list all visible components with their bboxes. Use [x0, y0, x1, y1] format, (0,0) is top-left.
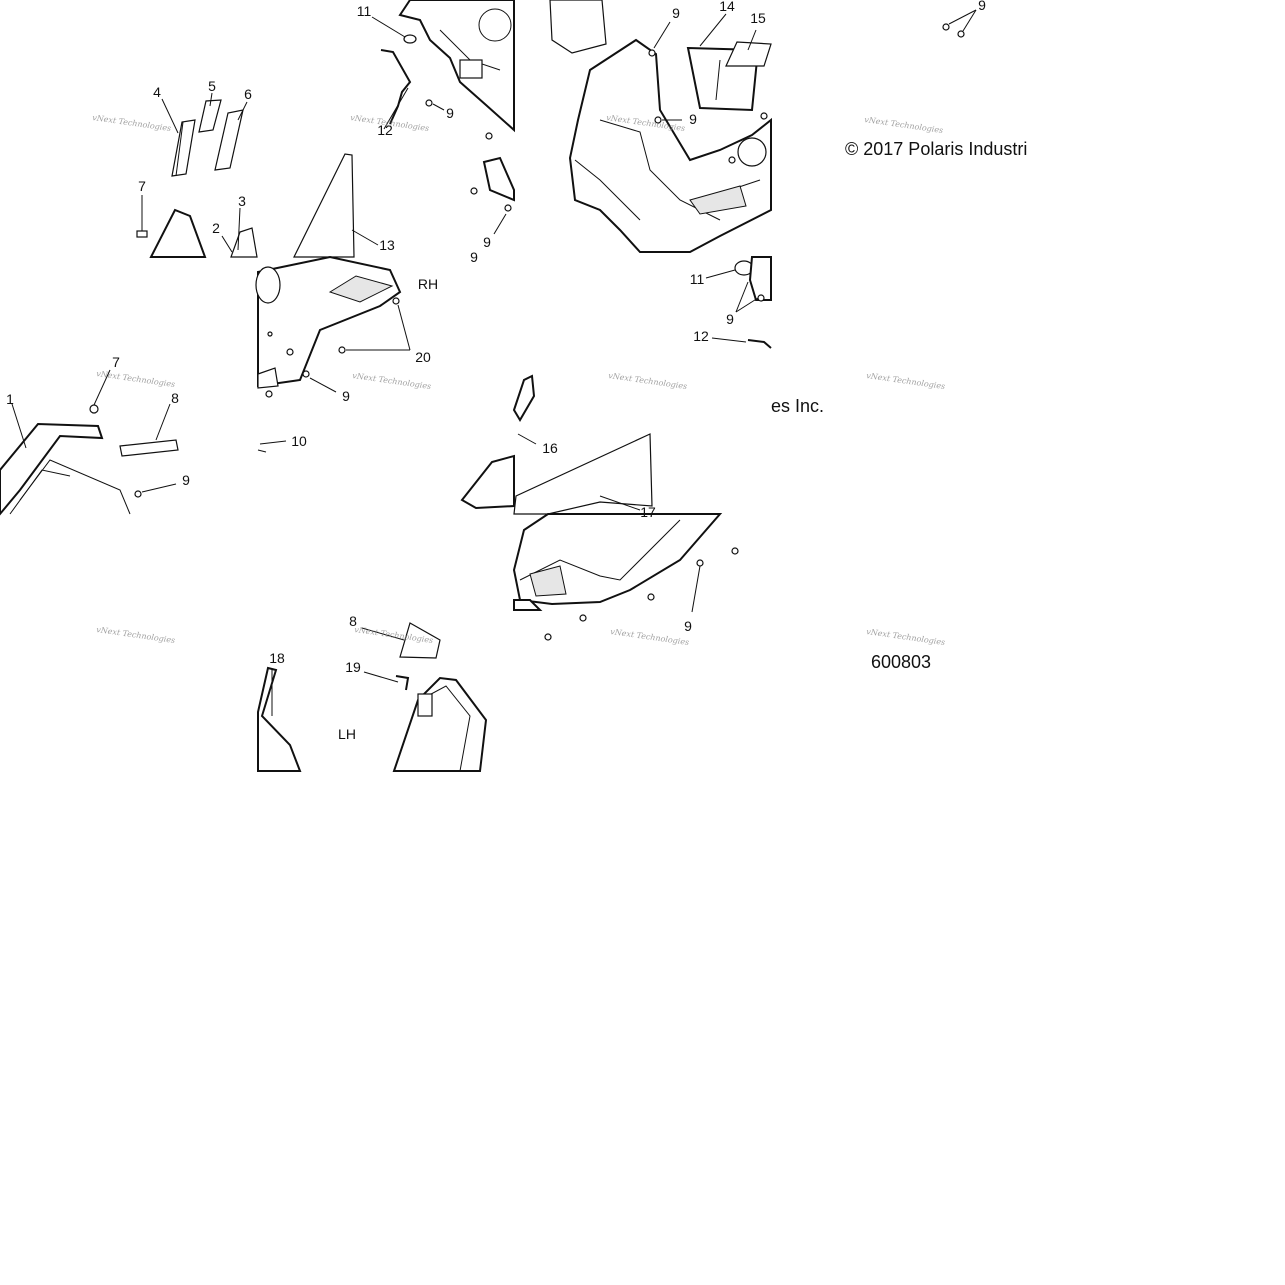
callout-9: 9 [978, 0, 986, 13]
callout-9: 9 [446, 105, 454, 121]
callout-15: 15 [750, 10, 766, 26]
callout-9: 9 [684, 618, 692, 634]
part-18-frame [257, 666, 302, 772]
callout-11: 11 [357, 3, 372, 19]
callout-9: 9 [689, 111, 697, 127]
part-9-screw-tile5 [134, 483, 177, 498]
side-label-lh: LH [338, 726, 356, 742]
callout-7-lower: 7 [112, 354, 120, 370]
watermark-text: vNext Technologies [96, 625, 176, 645]
part-16-bracket [512, 374, 537, 445]
part-9-screws-tile2 [425, 99, 512, 235]
part-7-clip-lower [89, 369, 111, 414]
callout-7: 7 [138, 178, 146, 194]
callout-14: 14 [719, 0, 735, 14]
watermark-text: vNext Technologies [864, 115, 944, 135]
callout-12-lh: 12 [693, 328, 709, 344]
watermark-text: vNext Technologies [96, 369, 176, 389]
figure-id: 600803 [871, 652, 931, 672]
part-2-3-bracket [149, 207, 258, 258]
part-9-screws-tile4 [942, 9, 977, 38]
callout-9: 9 [483, 234, 491, 250]
callout-6: 6 [244, 86, 252, 102]
part-12-strap-lh [711, 337, 772, 349]
part-10-rod [257, 440, 287, 453]
part-7-clip [136, 195, 148, 238]
part-17-panel [513, 433, 653, 515]
part-12-strap [380, 49, 412, 130]
side-label-rh: RH [418, 276, 438, 292]
leader-lines-tile1 [161, 92, 248, 134]
callout-11-lh: 11 [690, 271, 705, 287]
part-8-pad [119, 403, 179, 457]
callout-17: 17 [640, 504, 656, 520]
callout-8: 8 [171, 390, 179, 406]
part-9-screws-tile3 [648, 21, 768, 164]
part-13-panel [293, 153, 379, 258]
copyright-notice: © 2017 Polaris Industri [845, 139, 1027, 159]
callout-9: 9 [726, 311, 734, 327]
chassis-upper-frame [398, 0, 515, 133]
part-4-pad [171, 119, 196, 177]
callout-10: 10 [291, 433, 307, 449]
part-9-screws-tile7 [735, 281, 765, 313]
callout-19: 19 [345, 659, 361, 675]
part-11-grommet [371, 16, 417, 44]
part-11-grommet-lh [705, 260, 754, 279]
watermark-text: vNext Technologies [92, 113, 172, 133]
floor-pan-rh [255, 255, 402, 389]
side-bracket-tile2 [482, 156, 515, 202]
callout-1: 1 [6, 391, 14, 407]
callout-9: 9 [182, 472, 190, 488]
callout-9: 9 [672, 5, 680, 21]
callout-13: 13 [379, 237, 395, 253]
part-19-hook [363, 671, 410, 691]
callout-12: 12 [377, 122, 393, 138]
part-15-label [725, 29, 772, 67]
hood-body-rh [568, 38, 772, 253]
callout-4: 4 [153, 84, 161, 100]
callout-18: 18 [269, 650, 285, 666]
callout-9: 9 [470, 249, 478, 265]
watermark-text: vNext Technologies [352, 371, 432, 391]
callout-3: 3 [238, 193, 246, 209]
callout-16: 16 [542, 440, 558, 456]
callout-5: 5 [208, 78, 216, 94]
hood-side-lh-top [0, 403, 131, 516]
hood-body-lh [512, 513, 723, 611]
watermark-text: vNext Technologies [866, 371, 946, 391]
lh-bracket-small [460, 454, 515, 510]
watermark-text: vNext Technologies [354, 625, 434, 645]
part-9-screws-tile6 [265, 370, 337, 398]
callout-2: 2 [212, 220, 220, 236]
part-20-fasteners [338, 297, 411, 354]
callout-labels: 1 2 3 4 5 6 7 7 8 8 9 9 9 9 9 9 9 9 9 9 … [6, 0, 986, 675]
callout-9: 9 [342, 388, 350, 404]
part-8-pad-lh [361, 622, 441, 659]
part-16-panel-top [549, 0, 607, 54]
watermark-text: vNext Technologies [866, 627, 946, 647]
part-9-screws-tile11 [544, 547, 739, 641]
chassis-frame-lh-corner [748, 256, 772, 301]
part-5-pad [198, 99, 222, 133]
hood-side-lh-lower [392, 676, 488, 772]
watermark-text: vNext Technologies [610, 627, 690, 647]
callout-8-lh: 8 [349, 613, 357, 629]
copyright-notice-fragment: es Inc. [771, 396, 824, 416]
watermark-text: vNext Technologies [608, 371, 688, 391]
callout-20: 20 [415, 349, 431, 365]
